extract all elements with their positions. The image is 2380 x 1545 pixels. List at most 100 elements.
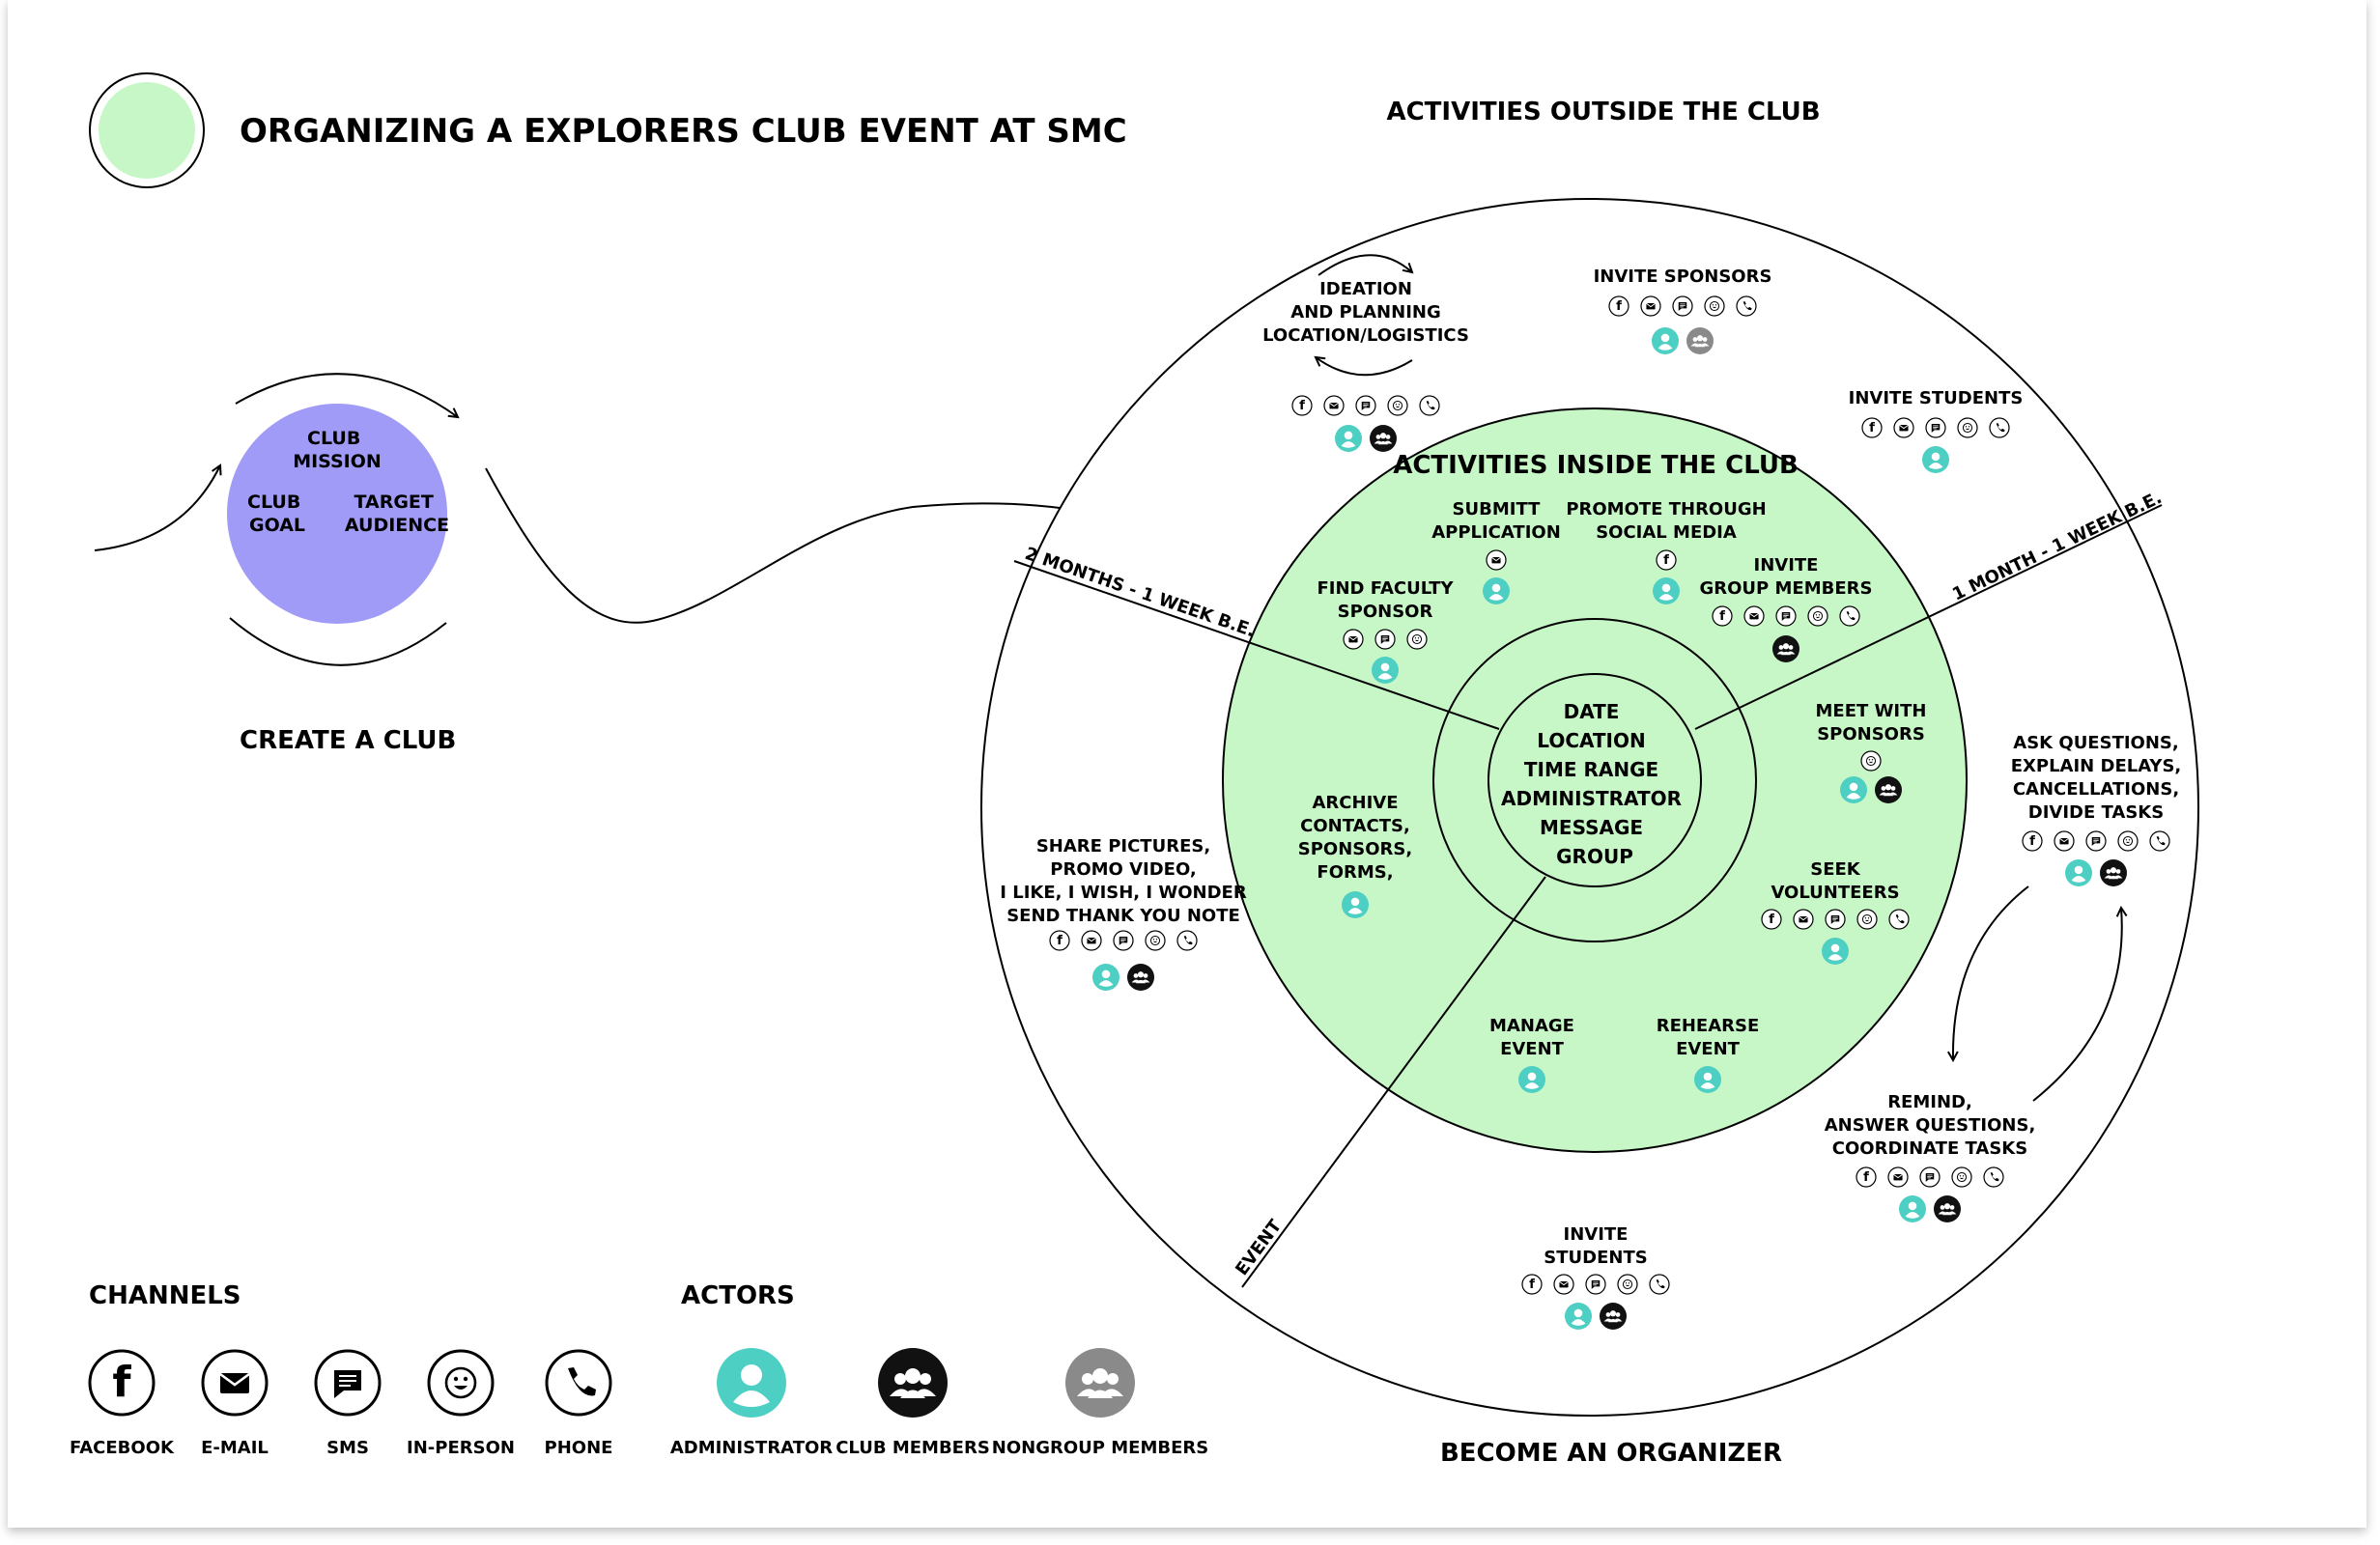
email-icon <box>201 1349 269 1417</box>
outside-title: ACTIVITIES OUTSIDE THE CLUB <box>1386 98 1820 126</box>
svg-text:f: f <box>1616 299 1622 314</box>
legend-channel-label: FACEBOOK <box>70 1438 175 1458</box>
svg-text:f: f <box>112 1358 131 1407</box>
club-goal-label: CLUB GOAL <box>247 492 307 536</box>
phone-icon <box>1736 295 1757 317</box>
bottom-title: BECOME AN ORGANIZER <box>1440 1439 1782 1468</box>
club-mission-label: CLUB MISSION <box>293 428 382 472</box>
svg-text:f: f <box>1299 399 1305 413</box>
administrator-actor-icon <box>1899 1195 1926 1222</box>
email-icon <box>1486 549 1507 571</box>
in-person-icon <box>1617 1274 1638 1295</box>
ideation-arrow-bottom <box>1316 357 1413 377</box>
ideation-arrow-top <box>1318 254 1412 276</box>
club-members-actor-icon <box>1600 1303 1627 1330</box>
email-icon <box>1640 295 1661 317</box>
svg-text:f: f <box>1057 934 1062 948</box>
inside-title: ACTIVITIES INSIDE THE CLUB <box>1393 451 1799 480</box>
in-person-icon <box>1704 295 1725 317</box>
facebook-icon: f <box>1521 1274 1543 1295</box>
administrator-actor-icon <box>1840 776 1867 803</box>
facebook-icon: f <box>1712 605 1733 627</box>
svg-text:f: f <box>1869 421 1875 435</box>
legend-channel-email: E-MAIL <box>201 1349 269 1458</box>
svg-text:f: f <box>1663 553 1669 568</box>
email-icon <box>1793 909 1814 930</box>
core-list: DATE LOCATION TIME RANGE ADMINISTRATOR M… <box>1501 700 1688 868</box>
facebook-icon: f <box>1856 1166 1877 1188</box>
facebook-icon: f <box>2022 830 2043 852</box>
email-icon <box>2054 830 2075 852</box>
email-icon <box>1081 930 1102 951</box>
legend-channel-sms: SMS <box>314 1349 382 1458</box>
administrator-actor-icon <box>1335 425 1362 452</box>
sms-icon <box>1585 1274 1606 1295</box>
svg-text:f: f <box>1769 913 1774 927</box>
in-person-icon <box>2117 830 2139 852</box>
club-circle <box>227 404 447 624</box>
svg-text:f: f <box>1529 1278 1535 1292</box>
phone-icon <box>2149 830 2170 852</box>
nongroup-members-actor-icon <box>1686 327 1714 354</box>
sms-icon <box>314 1349 382 1417</box>
club-members-actor-icon <box>1875 776 1902 803</box>
club-members-actor-icon <box>1127 964 1154 991</box>
sms-icon <box>1374 629 1396 650</box>
legend-channel-label: IN-PERSON <box>407 1438 515 1458</box>
administrator-actor-icon <box>1342 891 1369 918</box>
create-club-label: CREATE A CLUB <box>240 726 456 755</box>
email-icon <box>1553 1274 1574 1295</box>
in-person-icon <box>1957 417 1978 438</box>
inner-ring <box>1222 407 1968 1153</box>
sms-icon <box>1113 930 1134 951</box>
phone-icon <box>1419 395 1440 416</box>
page-title: ORGANIZING A EXPLORERS CLUB EVENT AT SMC <box>240 112 1127 151</box>
administrator-actor-icon <box>2065 859 2092 886</box>
facebook-icon: f <box>1656 549 1677 571</box>
activity-label: INVITE SPONSORS <box>1594 267 1772 287</box>
club-members-actor-icon <box>1934 1195 1961 1222</box>
legend-actor-club-members: CLUB MEMBERS <box>836 1348 990 1458</box>
phone-icon <box>1983 1166 2004 1188</box>
administrator-actor-icon <box>1483 577 1510 604</box>
club-members-actor-icon <box>1370 425 1397 452</box>
sms-icon <box>1775 605 1797 627</box>
sms-icon <box>1925 417 1946 438</box>
in-person-icon <box>1145 930 1166 951</box>
club-arrow-left <box>94 465 220 551</box>
target-audience-label: TARGET AUDIENCE <box>345 492 449 536</box>
svg-text:f: f <box>2029 834 2035 849</box>
administrator-actor-icon <box>717 1348 786 1418</box>
core-ring <box>1488 673 1702 887</box>
email-icon <box>1343 629 1364 650</box>
legend-actor-label: ADMINISTRATOR <box>670 1438 833 1458</box>
legend-actor-label: NONGROUP MEMBERS <box>992 1438 1208 1458</box>
facebook-icon: f <box>1291 395 1313 416</box>
sms-icon <box>1672 295 1693 317</box>
title-dot <box>99 82 195 179</box>
middle-ring <box>1432 618 1757 942</box>
administrator-actor-icon <box>1652 327 1679 354</box>
facebook-icon: f <box>1608 295 1629 317</box>
legend-actor-label: CLUB MEMBERS <box>836 1438 990 1458</box>
actors-title: ACTORS <box>681 1281 795 1310</box>
in-person-icon <box>1387 395 1408 416</box>
club-arc-bottom <box>229 617 447 666</box>
